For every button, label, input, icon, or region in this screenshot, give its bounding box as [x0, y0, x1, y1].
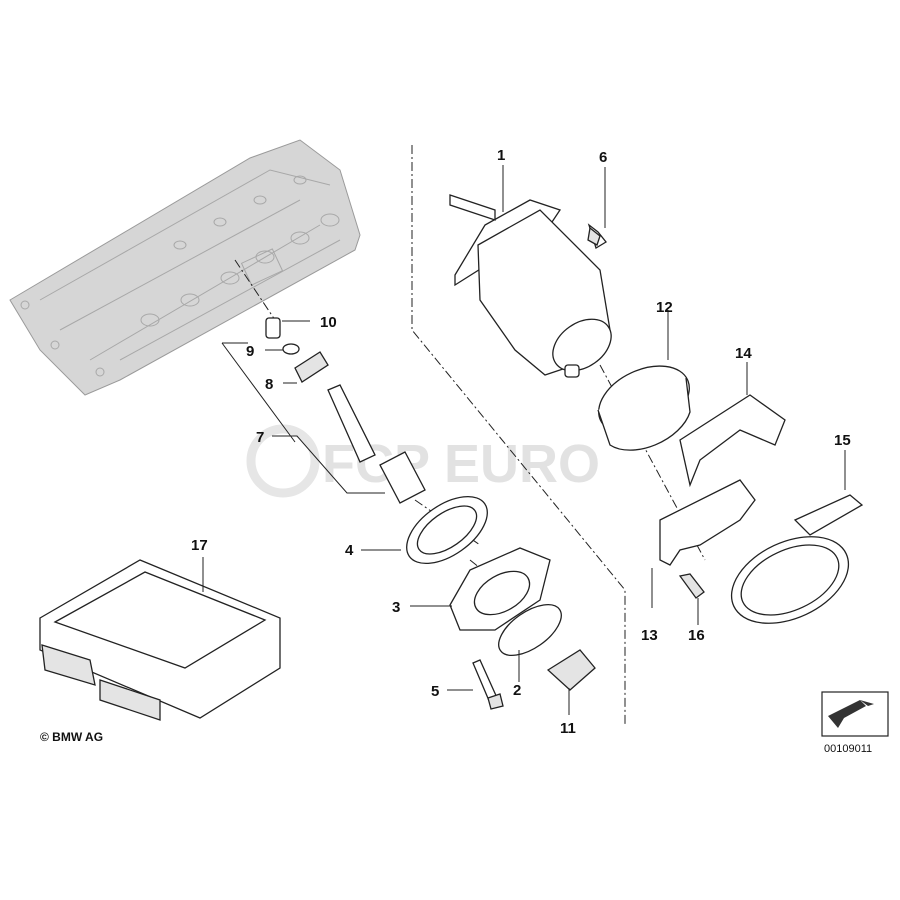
orientation-frame: [821, 691, 889, 737]
part-13-bracket: [659, 479, 756, 566]
callout-3: 3: [392, 599, 400, 616]
callout-4: 4: [345, 542, 354, 559]
part-11-nut: [546, 649, 596, 691]
callout-2: 2: [513, 682, 521, 699]
part-3-housing: [449, 547, 551, 631]
group-boundary: [411, 145, 626, 725]
part-15-hose-clamp: [730, 494, 864, 624]
callout-1: 1: [497, 147, 505, 164]
part-2-o-ring: [498, 603, 562, 657]
watermark: FCP EURO: [246, 424, 600, 498]
callout-8: 8: [265, 376, 273, 393]
callout-13: 13: [641, 627, 658, 644]
copyright-text: © BMW AG: [40, 730, 103, 744]
callout-15: 15: [834, 432, 851, 449]
callout-7: 7: [256, 429, 264, 446]
callout-16: 16: [688, 627, 705, 644]
orientation-arrow-icon: [828, 700, 866, 728]
callout-12: 12: [656, 299, 673, 316]
leader-lines: [202, 165, 846, 715]
part-7-shaft: [327, 384, 426, 504]
part-1-actuator-motor: [449, 194, 612, 378]
part-5-bolt: [472, 659, 504, 710]
part-12-ring: [597, 365, 691, 451]
cylinder-head-cover: [9, 139, 361, 396]
callouts: 1 2 3 4 5 6 7 8 9 10 11 12 13 14 15 16 1…: [191, 147, 851, 737]
callout-17: 17: [191, 537, 208, 554]
part-9-o-ring: [282, 343, 300, 355]
part-8-bushing: [294, 351, 329, 383]
part-14-clamp-shell: [679, 394, 786, 488]
part-10-sleeve: [265, 317, 281, 339]
part-17-control-unit: [39, 559, 281, 721]
part-16-bolt: [678, 573, 705, 599]
callout-5: 5: [431, 683, 439, 700]
callout-6: 6: [599, 149, 607, 166]
part-4-ring: [406, 495, 488, 565]
drawing-number: 00109011: [824, 743, 872, 755]
part-6-bolt: [587, 223, 607, 249]
callout-10: 10: [320, 314, 337, 331]
drawing-id-box: 00109011: [821, 691, 889, 755]
callout-14: 14: [735, 345, 752, 362]
callout-9: 9: [246, 343, 254, 360]
callout-11: 11: [560, 720, 576, 737]
